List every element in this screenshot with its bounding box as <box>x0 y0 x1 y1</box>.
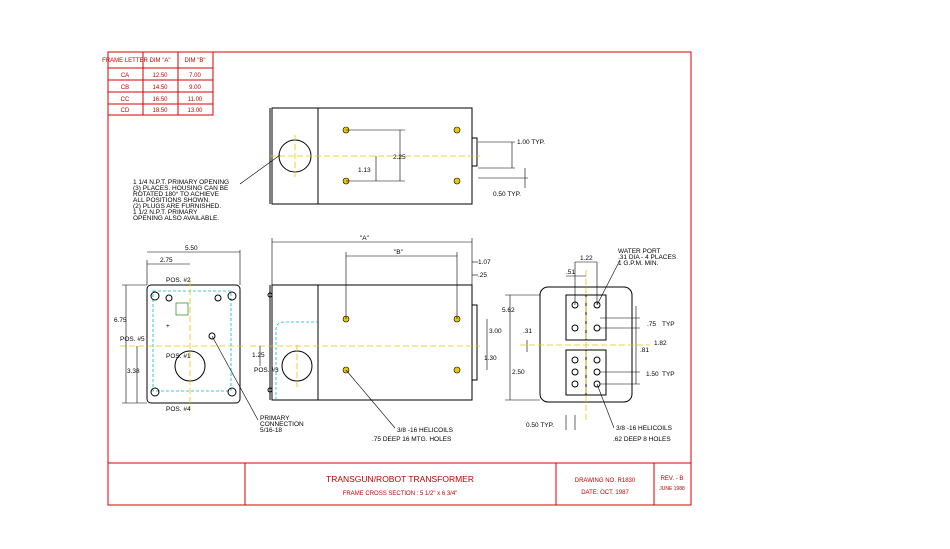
table-cell: 7.00 <box>189 73 201 79</box>
dim-0-50-typ: 0.50 TYP. <box>493 191 521 198</box>
revision: REV. - B <box>661 476 684 482</box>
note-line: 1 1/2 N.P.T. PRIMARY <box>133 209 198 216</box>
label-pos-2: POS. #2 <box>166 277 191 284</box>
table-header-dim-b: DIM "B" <box>185 58 206 64</box>
note-line: CONNECTION <box>260 421 304 428</box>
note-line: PRIMARY <box>260 415 290 422</box>
top-view: 2.25 1.13 1.00 TYP. 0.50 TYP. <box>269 107 545 205</box>
note-line: .31 DIA - 4 PLACES <box>618 254 677 261</box>
note-line: 1 G.P.M. MIN. <box>618 260 659 267</box>
drawing-number: DRAWING NO. R1830 <box>575 478 636 484</box>
table-cell: 12.50 <box>152 73 168 79</box>
title-block: TRANSGUN/ROBOT TRANSFORMER FRAME CROSS S… <box>108 462 691 505</box>
end-view-right: 1.22 .51 WATER PORT .31 DIA - 4 PLACES 1… <box>505 248 677 443</box>
dim-2-25: 2.25 <box>393 154 406 161</box>
frame-table: FRAME LETTER DIM "A" DIM "B" CA 12.50 7.… <box>102 51 214 116</box>
note-line: WATER PORT <box>618 248 661 255</box>
dim-1-07: 1.07 <box>478 259 491 266</box>
dim-1-00-typ: 1.00 TYP. <box>517 139 545 146</box>
primary-connection-note: PRIMARY CONNECTION 5/16-18 <box>211 335 304 434</box>
note-line: (3) PLACES. HOUSING CAN BE <box>133 185 229 192</box>
note-line: (2) PLUGS ARE FURNISHED. <box>133 203 221 210</box>
table-cell: CC <box>121 97 130 103</box>
drawing-subtitle: FRAME CROSS SECTION : 5 1/2" x 6 3/4" <box>343 491 458 497</box>
dim-0-50-typ-b: 0.50 TYP. <box>526 422 554 429</box>
drawing-border <box>107 51 692 506</box>
dim-51: .51 <box>566 269 575 276</box>
note-line: ALL POSITIONS SHOWN. <box>133 197 210 204</box>
dim-2-50: 2.50 <box>512 369 525 376</box>
table-cell: 16.50 <box>152 97 168 103</box>
table-cell: 18.50 <box>152 108 168 114</box>
table-header-dim-a: DIM "A" <box>150 58 171 64</box>
end-view-left: + 5.50 2.75 6.75 3.38 POS. #2 POS. #1 PO… <box>114 245 245 413</box>
dim-31: .31 <box>523 328 532 335</box>
table-cell: 13.00 <box>187 108 203 114</box>
drawing-date: DATE: OCT. 1987 <box>581 490 629 496</box>
drawing-title: TRANSGUN/ROBOT TRANSFORMER <box>326 474 474 484</box>
note-line: ROTATED 180° TO ACHIEVE <box>133 190 220 198</box>
dim-3-00: 3.00 <box>489 328 502 335</box>
dim-6-75: 6.75 <box>114 317 127 324</box>
dim-5-50: 5.50 <box>185 245 198 252</box>
note-line: 5/16-18 <box>260 427 282 434</box>
dim-a: "A" <box>360 235 370 242</box>
dim-1-22: 1.22 <box>580 255 593 262</box>
dim-typ-2: TYP <box>662 371 675 378</box>
dim-1-30: 1.30 <box>484 355 497 362</box>
dim-3-38: 3.38 <box>127 368 140 375</box>
dim-1-13: 1.13 <box>358 167 371 174</box>
table-cell: 9.00 <box>189 85 201 91</box>
table-header-frame: FRAME LETTER <box>102 58 148 64</box>
revision-date: JUNE 1988 <box>659 486 685 492</box>
dim-2-75: 2.75 <box>160 257 173 264</box>
label-pos-4: POS. #4 <box>166 406 191 413</box>
dim-typ: TYP <box>662 321 675 328</box>
table-cell: CA <box>121 73 129 79</box>
note-line: OPENING ALSO AVAILABLE. <box>133 215 219 222</box>
dim-81: .81 <box>640 347 649 354</box>
primary-opening-note: 1 1/4 N.P.T. PRIMARY OPENING (3) PLACES.… <box>133 154 281 222</box>
dim-75: .75 <box>647 321 656 328</box>
label-pos-3: POS. #3 <box>254 367 279 374</box>
note-line: 3/8 -16 HELICOILS <box>616 425 673 432</box>
table-cell: 11.00 <box>188 97 203 103</box>
dim-25: .25 <box>478 272 487 279</box>
note-line: .62 DEEP 8 HOLES <box>613 436 671 443</box>
label-pos-5: POS. #5 <box>120 336 145 343</box>
dim-b: "B" <box>394 249 404 256</box>
dim-1-50: 1.50 <box>646 371 659 378</box>
label-pos-1: POS. #1 <box>166 353 191 360</box>
svg-text:+: + <box>166 323 170 330</box>
note-line: 3/8 -16 HELICOILS <box>397 427 454 434</box>
dim-1-82: 1.82 <box>654 340 667 347</box>
table-cell: CD <box>121 108 130 114</box>
table-cell: CB <box>121 85 129 91</box>
table-cell: 14.50 <box>152 85 168 91</box>
dim-5-62: 5.62 <box>502 307 515 314</box>
side-view: "A" "B" 1.07 .25 3.00 1.30 5.62 1.25 POS… <box>250 235 515 443</box>
dim-1-25: 1.25 <box>252 352 265 359</box>
note-line: 1 1/4 N.P.T. PRIMARY OPENING <box>133 179 229 186</box>
note-line: .75 DEEP 16 MTG. HOLES <box>372 436 452 443</box>
